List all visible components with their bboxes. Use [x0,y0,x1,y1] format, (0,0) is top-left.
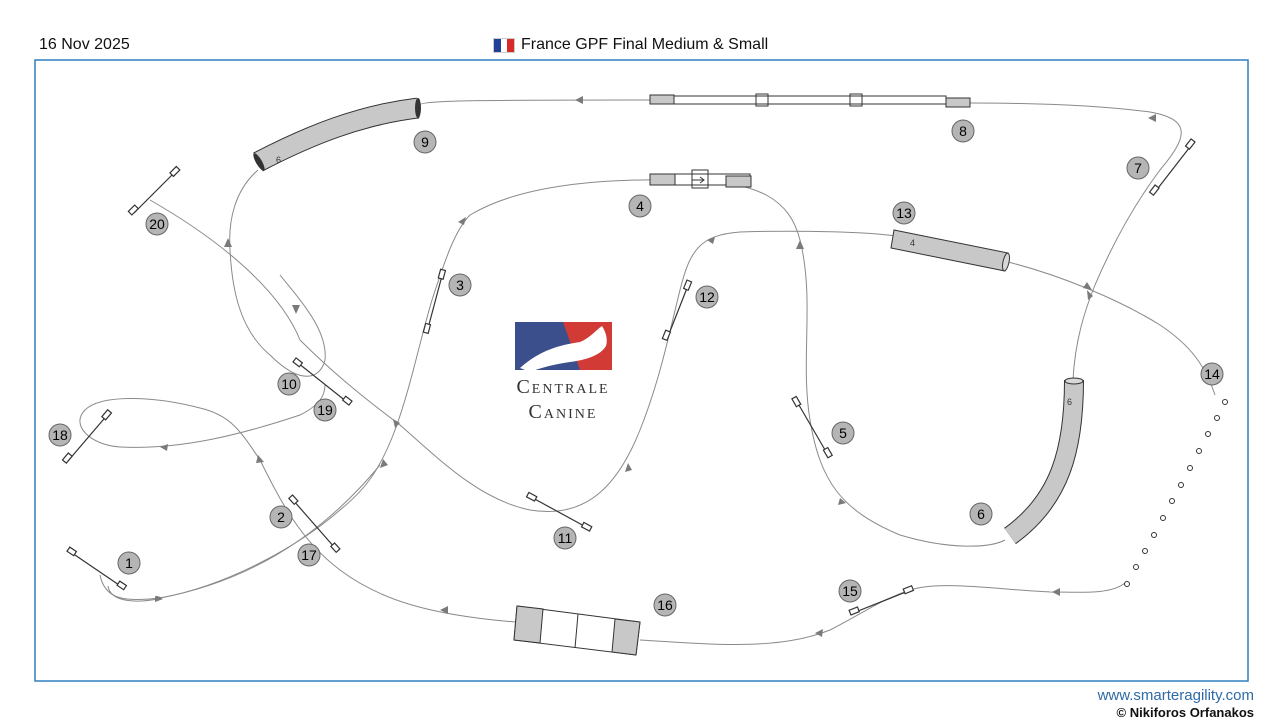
svg-text:3: 3 [456,277,464,293]
svg-text:10: 10 [281,376,297,392]
tunnel-9-label: 6 [276,155,281,165]
jump-20 [127,165,181,216]
course-date: 16 Nov 2025 [39,36,130,53]
svg-text:16: 16 [657,597,673,613]
tunnel-6-label: 6 [1067,397,1072,407]
marker-5: 5 [831,421,855,445]
marker-9: 9 [413,130,437,154]
jump-11 [525,491,593,532]
marker-13: 13 [892,201,916,225]
course-title-text: France GPF Final Medium & Small [521,36,769,53]
centrale-canine-logo: Centrale Canine [515,322,612,423]
jump-1 [66,546,128,591]
svg-text:1: 1 [125,555,133,571]
jump-10-19 [292,357,353,406]
svg-text:15: 15 [842,583,858,599]
svg-text:18: 18 [52,427,68,443]
jump-3 [422,268,447,335]
svg-text:17: 17 [301,547,317,563]
marker-8: 8 [951,119,975,143]
logo-line-1: Centrale [516,376,609,398]
tunnel-6: 6 [1003,377,1084,545]
site-link[interactable]: www.smarteragility.com [1097,687,1254,704]
number-markers: 1 2 3 4 5 6 7 8 9 10 11 12 13 14 15 16 1… [48,119,1224,617]
jump-18 [61,408,113,464]
svg-text:9: 9 [421,134,429,150]
france-flag-icon [493,37,515,53]
tunnel-9: 6 [253,97,421,172]
svg-text:20: 20 [149,216,165,232]
marker-4: 4 [628,194,652,218]
marker-17: 17 [297,543,321,567]
jump-15 [848,584,915,616]
marker-1: 1 [117,551,141,575]
svg-text:5: 5 [839,425,847,441]
svg-text:4: 4 [636,198,644,214]
svg-text:8: 8 [959,123,967,139]
tunnel-13-label: 4 [910,238,915,248]
marker-10: 10 [277,372,301,396]
marker-14: 14 [1200,362,1224,386]
marker-18: 18 [48,423,72,447]
jump-2-17 [287,494,341,554]
svg-text:14: 14 [1204,366,1220,382]
course-frame [34,59,1249,682]
jump-5 [791,395,834,459]
svg-text:13: 13 [896,205,912,221]
logo-dog-icon [520,326,607,372]
jump-7 [1148,138,1196,197]
svg-text:19: 19 [317,402,333,418]
svg-text:12: 12 [699,289,715,305]
svg-text:11: 11 [558,530,573,546]
svg-text:7: 7 [1134,160,1142,176]
weave-poles-14 [1124,399,1228,587]
marker-19: 19 [313,398,337,422]
marker-3: 3 [448,273,472,297]
marker-6: 6 [969,502,993,526]
dogwalk-8 [649,93,971,108]
path-arrows [155,96,1156,637]
marker-12: 12 [695,285,719,309]
marker-2: 2 [269,505,293,529]
svg-text:2: 2 [277,509,285,525]
svg-text:6: 6 [977,506,985,522]
marker-16: 16 [653,593,677,617]
jumps [61,138,1196,616]
aframe-16 [513,605,641,656]
marker-11: 11 [553,526,577,550]
marker-20: 20 [145,212,169,236]
logo-line-2: Canine [529,401,598,423]
marker-7: 7 [1126,156,1150,180]
jump-12 [661,279,693,342]
tunnel-13: 4 [890,229,1010,272]
marker-15: 15 [838,579,862,603]
copyright-text: © Nikiforos Orfanakos [1116,705,1254,720]
dog-path [79,99,1216,645]
seesaw-4 [649,169,752,189]
course-title: France GPF Final Medium & Small [493,36,768,54]
